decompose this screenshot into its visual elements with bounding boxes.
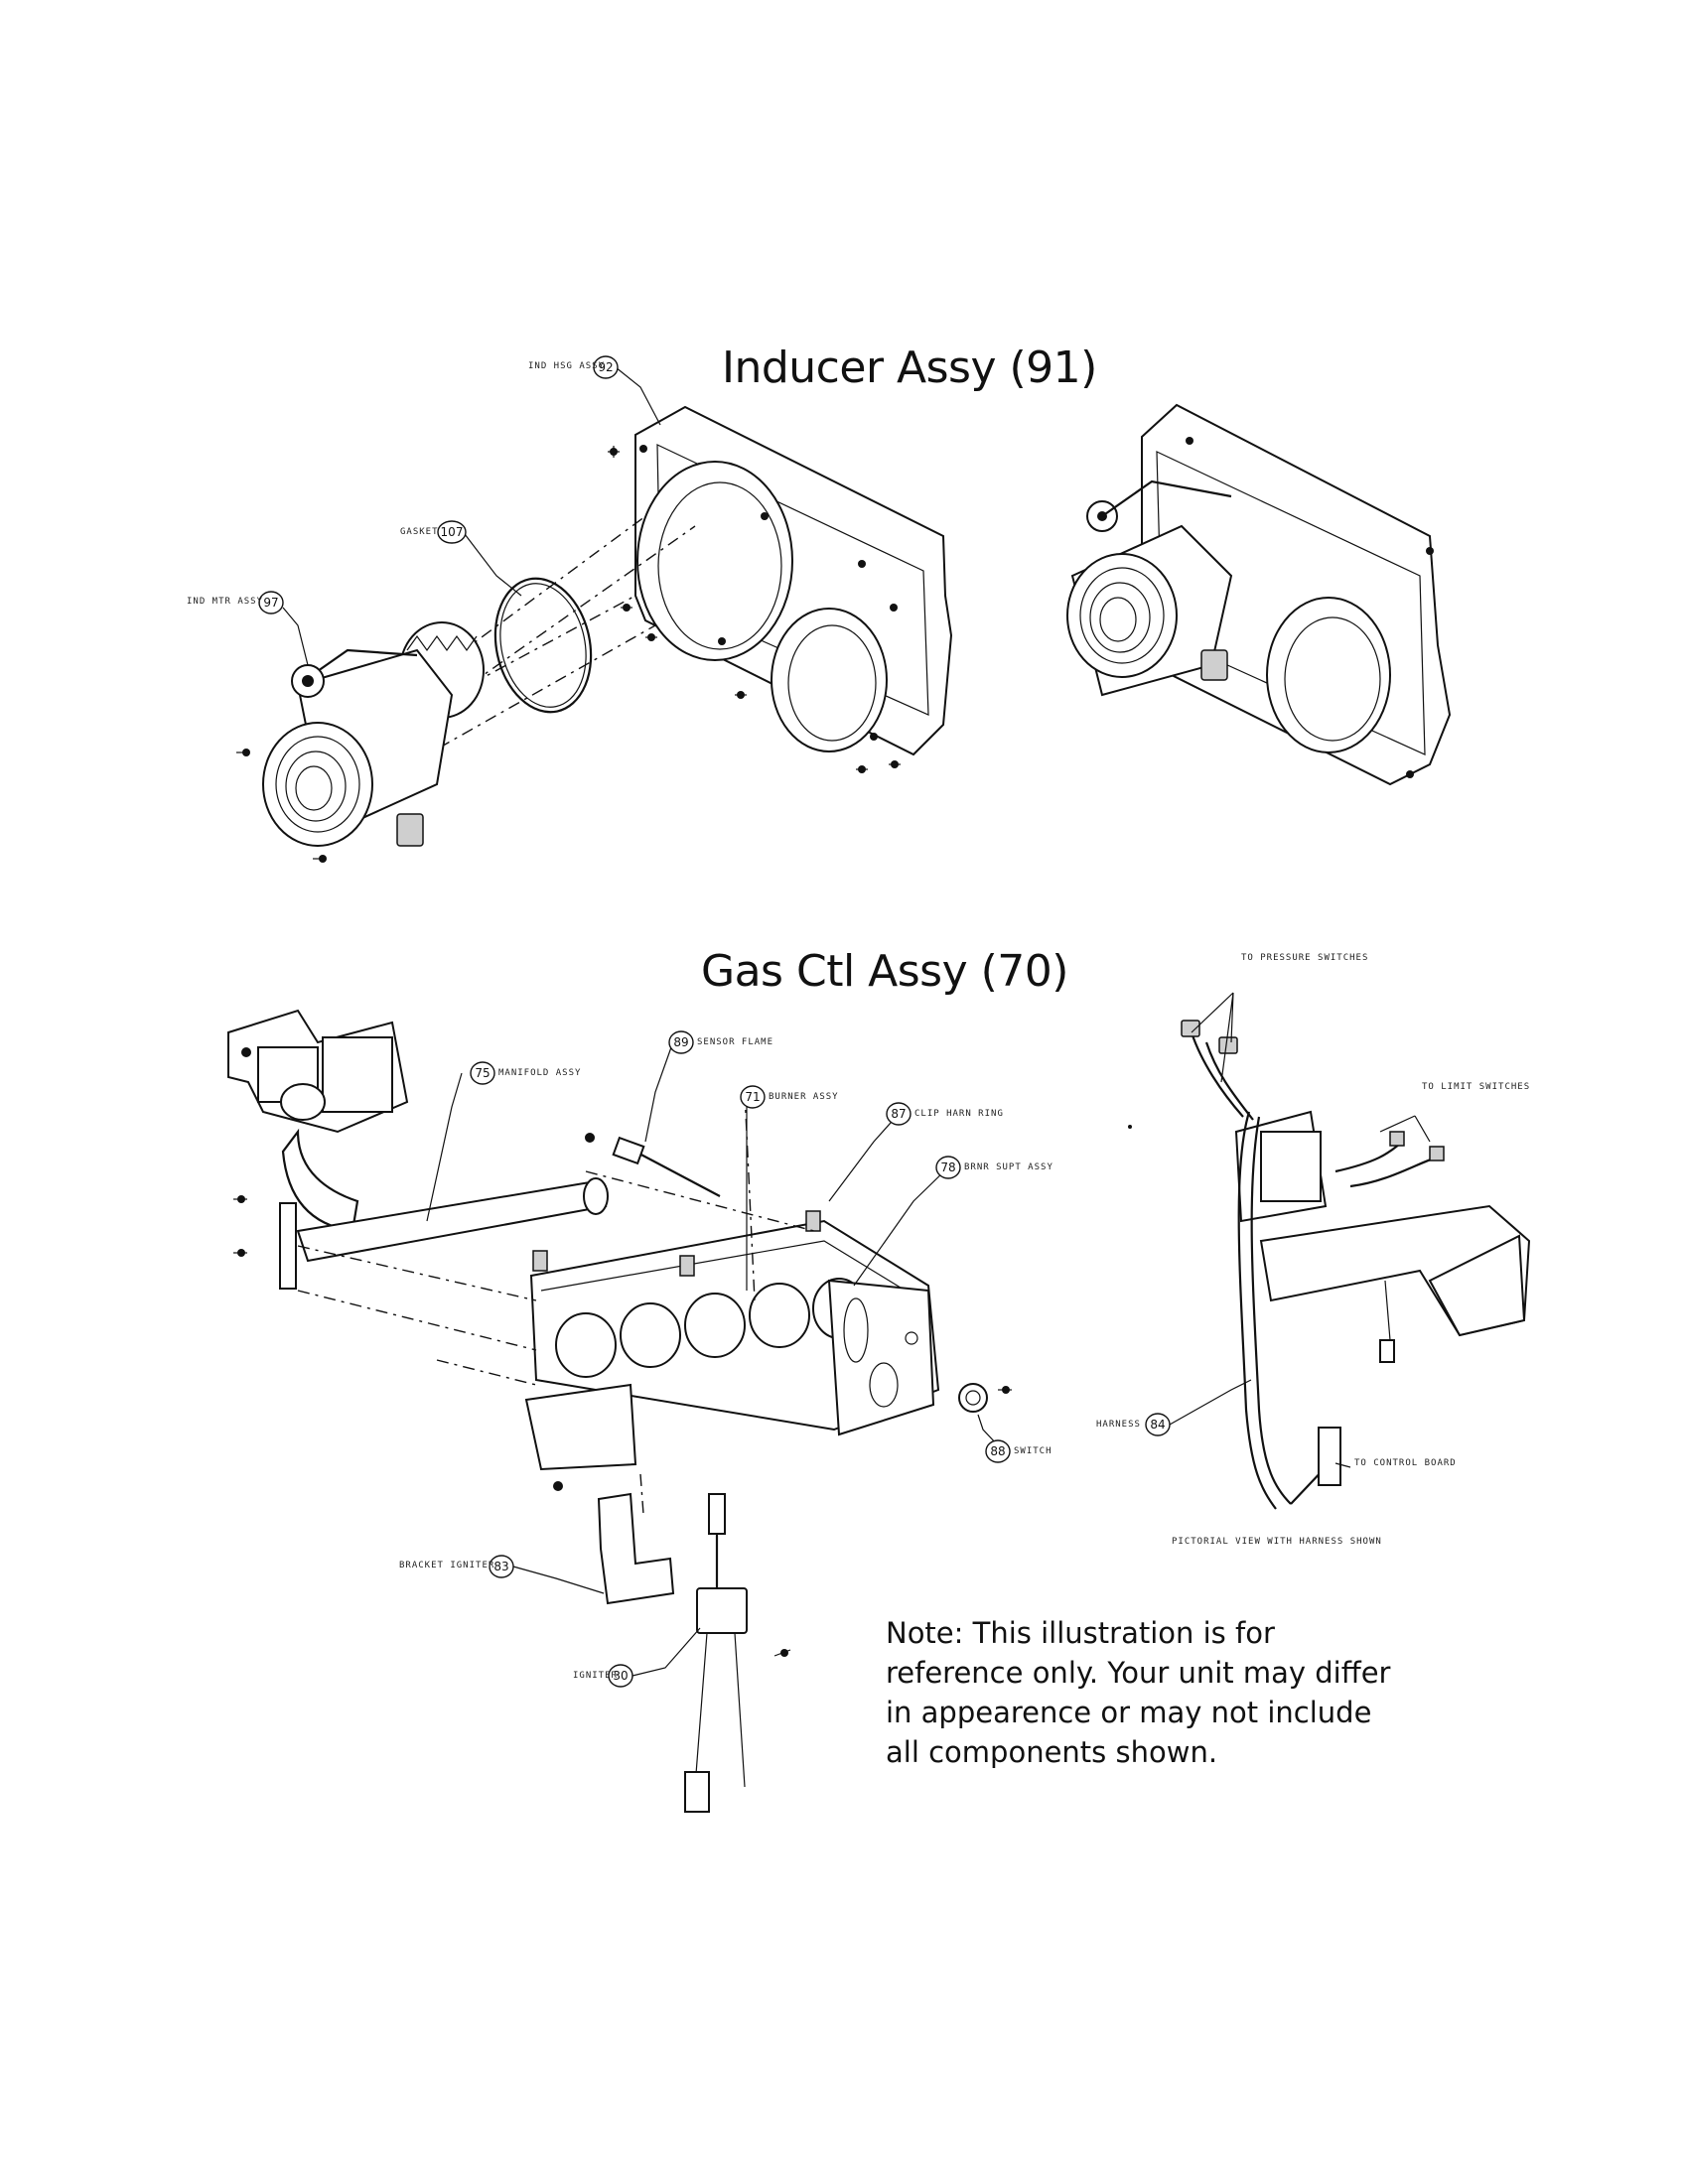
harness-pictorial (1128, 1020, 1531, 1510)
label-to-limit-switches: TO LIMIT SWITCHES (1422, 1082, 1531, 1092)
callout-bubble-97: 97 (258, 591, 284, 614)
svg-text:78: 78 (940, 1160, 955, 1174)
callout-bubble-83: 83 (489, 1555, 514, 1578)
gas-ctl-assy-title: Gas Ctl Assy (70) (701, 946, 1068, 997)
svg-text:84: 84 (1150, 1418, 1165, 1432)
callout-bubble-30: 30 (608, 1664, 633, 1688)
label-sensor-flame: SENSOR FLAME (697, 1037, 774, 1047)
callout-bubble-88: 88 (985, 1439, 1011, 1463)
inducer-assembled-view (1066, 403, 1452, 786)
svg-text:92: 92 (598, 360, 613, 374)
reference-note: Note: This illustration is for reference… (886, 1616, 1391, 1769)
callout-bubble-89: 89 (668, 1030, 694, 1054)
label-to-control-board: TO CONTROL BOARD (1354, 1458, 1457, 1468)
manifold (233, 1177, 609, 1290)
leader-lines (282, 366, 1431, 1677)
label-ind-hsg-assy: IND HSG ASSY (528, 361, 606, 371)
callout-bubble-87: 87 (886, 1102, 912, 1126)
label-gasket: GASKET (400, 527, 439, 537)
label-igniter: IGNITER (573, 1671, 618, 1681)
inducer-assy-title: Inducer Assy (91) (722, 342, 1097, 393)
pictorial-caption: PICTORIAL VIEW WITH HARNESS SHOWN (1172, 1537, 1382, 1547)
callout-bubble-84: 84 (1145, 1413, 1171, 1436)
svg-text:89: 89 (673, 1035, 688, 1049)
flame-sensor (585, 1133, 721, 1197)
gasket-ring (493, 577, 593, 714)
label-ind-mtr-assy: IND MTR ASSY (187, 597, 264, 607)
callout-bubble-75: 75 (470, 1061, 495, 1085)
bracket-and-igniter (553, 1473, 791, 1813)
inducer-housing (634, 405, 953, 756)
svg-text:87: 87 (891, 1107, 906, 1121)
svg-text:71: 71 (745, 1090, 760, 1104)
inducer-motor (236, 621, 485, 863)
svg-text:83: 83 (493, 1560, 508, 1573)
svg-text:30: 30 (613, 1669, 628, 1683)
label-harness: HARNESS (1096, 1420, 1141, 1430)
label-burner-assy: BURNER ASSY (769, 1092, 839, 1102)
callout-bubbles: 92 107 97 75 89 71 87 78 88 83 30 84 (258, 355, 1171, 1688)
housing-screws (608, 446, 901, 773)
svg-text:88: 88 (990, 1444, 1005, 1458)
label-bracket-igniter: BRACKET IGNITER (399, 1561, 495, 1570)
label-brnr-supt-assy: BRNR SUPT ASSY (964, 1162, 1053, 1172)
callout-bubble-92: 92 (593, 355, 619, 379)
label-clip-harn-ring: CLIP HARN RING (914, 1109, 1004, 1119)
svg-text:97: 97 (263, 596, 278, 610)
burner-assembly (524, 1210, 940, 1471)
callout-bubble-71: 71 (740, 1085, 766, 1109)
callout-bubble-78: 78 (935, 1156, 961, 1179)
gas-valve (227, 1009, 409, 1233)
svg-text:107: 107 (441, 525, 464, 539)
label-switch: SWITCH (1014, 1446, 1052, 1456)
label-manifold-assy: MANIFOLD ASSY (498, 1068, 582, 1078)
limit-switch (958, 1383, 1012, 1413)
label-to-pressure-switches: TO PRESSURE SWITCHES (1241, 953, 1369, 963)
svg-text:75: 75 (475, 1066, 490, 1080)
callout-bubble-107: 107 (437, 520, 467, 544)
